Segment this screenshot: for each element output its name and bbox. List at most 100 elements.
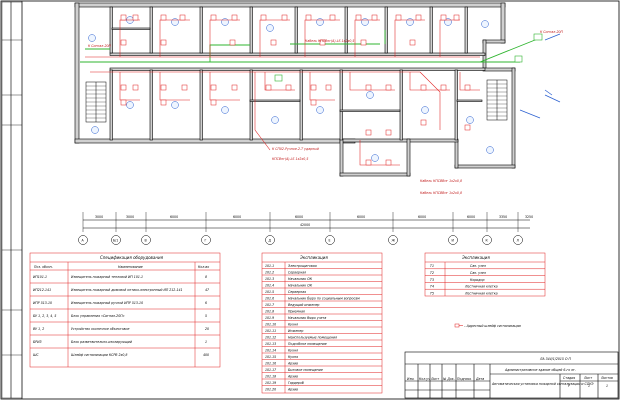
equipment-row-6-pos: ШС — [33, 353, 39, 357]
room1-row-8-name: Начальник бюро учета — [288, 316, 326, 320]
room1-row-19-name: Архив — [287, 388, 298, 392]
room2-row-4-num: Т5 — [430, 291, 434, 295]
room1-row-2-name: Начальник ОК — [288, 277, 313, 281]
equipment-row-0-name: Извещатель пожарный тепловой ИП 101-1 — [71, 275, 143, 279]
room1-row-12-num: 101.13 — [265, 342, 276, 346]
room2-row-3-name: Лестничная клетка — [464, 285, 498, 289]
room1-row-16-name: Бытовое помещение — [288, 368, 323, 372]
axis-label-4: Д — [269, 239, 272, 243]
dim-1: 3000 — [126, 215, 134, 219]
dim-5: 6000 — [357, 215, 365, 219]
stamp-col-2: Лист — [430, 377, 439, 381]
room1-row-6-name: Ведущий инженер — [288, 303, 319, 307]
room1-row-12-name: Подсобное помещение — [288, 342, 327, 346]
dim-2: 6000 — [170, 215, 178, 219]
equipment-row-2-name: Извещатель пожарный ручной ИПР 513-10 — [71, 301, 143, 305]
cable-label-6: Кабель КПСВВнг 1x2x0,8 — [420, 179, 462, 183]
detector-symbols — [120, 14, 543, 166]
room1-row-0-num: 101.1 — [265, 264, 274, 268]
room1-row-17-name: Архив — [287, 375, 298, 379]
stamp-col-5: Дата — [475, 377, 484, 381]
room2-row-1-name: Сан. узел — [470, 271, 486, 275]
blue-leaders — [519, 33, 561, 119]
axis-label-1: Б/1 — [113, 239, 118, 243]
room1-row-6-num: 101.7 — [265, 303, 274, 307]
equipment-row-5-name: Блок разветвительно-изолирующий — [71, 340, 132, 344]
room2-row-2-num: Т3 — [430, 278, 434, 282]
room1-row-18-name: Гардероб — [288, 381, 304, 385]
room1-row-11-name: Неиспользуемые помещения — [288, 336, 337, 340]
axis-label-9: Л — [517, 239, 520, 243]
room1-row-13-name: Кухня — [288, 349, 298, 353]
equipment-row-6-name: Шлейф сигнализации КСРВ 2x0,8 — [71, 353, 127, 357]
axis-label-7: И — [452, 239, 455, 243]
equipment-row-1-pos: ИП212-141 — [33, 288, 51, 292]
room1-row-1-num: 101.2 — [265, 271, 274, 275]
equipment-row-3-name: Блок управления «Сигнал-20П» — [71, 314, 125, 318]
red-wiring — [85, 19, 480, 166]
room1-row-5-num: 101.6 — [265, 297, 274, 301]
axis-label-3: Г — [205, 239, 207, 243]
room1-row-17-num: 101.18 — [265, 375, 276, 379]
room2-row-0-name: Сан. узел — [470, 264, 486, 268]
room1-row-13-num: 101.14 — [265, 349, 276, 353]
room1-row-15-name: Архив — [287, 362, 298, 366]
stamp-col-4: Подпись — [457, 377, 471, 381]
equipment-row-1-name: Извещатель пожарный дымовой оптико-элект… — [71, 288, 183, 292]
rooms-table-1-title: Экспликация — [299, 255, 328, 260]
equipment-row-1-qty: 47 — [205, 288, 209, 292]
dim-4: 6000 — [295, 215, 303, 219]
equipment-row-4-name: Устройство оконечное объектовое — [71, 327, 130, 331]
room1-row-16-num: 101.17 — [265, 368, 276, 372]
axis-label-0: А — [82, 239, 85, 243]
room1-row-11-num: 101.12 — [265, 336, 276, 340]
stamp-sheets-header: Листов — [600, 376, 613, 380]
equipment-row-6-qty: 400 — [203, 353, 209, 357]
room1-row-5-name: Начальник бюро по социальным вопросам — [288, 297, 360, 301]
equipment-table: Спецификация оборудования Поз. обозн. На… — [29, 252, 221, 368]
room1-row-3-num: 101.4 — [265, 284, 274, 288]
room1-row-15-num: 101.16 — [265, 362, 276, 366]
axis-label-2: В — [145, 239, 147, 243]
room1-row-19-num: 101.20 — [265, 388, 276, 392]
room1-row-4-num: 101.5 — [265, 290, 274, 294]
dim-6: 6000 — [418, 215, 426, 219]
equipment-row-4-pos: ВУ 1, 2 — [33, 327, 44, 331]
equipment-row-5-qty: 1 — [205, 340, 207, 344]
room1-row-0-name: Электрощитовая — [287, 264, 317, 268]
room1-row-9-name: Кухня — [288, 323, 298, 327]
room2-row-4-name: Лестничная клетка — [464, 291, 498, 295]
building-plan — [74, 2, 516, 177]
dim-7: 6000 — [467, 215, 475, 219]
stamp-sheets-value: 1 — [606, 384, 608, 388]
room2-row-1-num: Т2 — [430, 271, 434, 275]
axis-label-6: Ж — [392, 239, 396, 243]
legend-note-text: – Адресный шлейф сигнализации — [464, 324, 521, 328]
room1-row-14-num: 101.15 — [265, 355, 276, 359]
legend-note: – Адресный шлейф сигнализации — [454, 323, 521, 328]
stamp-col-3: № Док. — [442, 377, 455, 381]
cable-label-2: К Сигнал-20П — [540, 30, 564, 34]
stamp-col-1: Кол.уч — [419, 377, 430, 381]
rooms-table-1-rows — [262, 268, 382, 386]
room1-row-2-num: 101.3 — [265, 277, 274, 281]
equipment-row-4-qty: 20 — [205, 327, 209, 331]
stamp-code: ЛА 344/1/2015 О П — [539, 357, 571, 361]
room2-row-0-num: Т1 — [430, 264, 434, 268]
side-stamp — [1, 1, 23, 399]
dim-9: 3250 — [525, 215, 533, 219]
room1-row-3-name: Начальник ОК — [288, 284, 313, 288]
dim-0: 3000 — [95, 215, 103, 219]
stair-right — [486, 79, 508, 121]
equipment-row-0-pos: ИП101-1 — [33, 275, 47, 279]
room1-row-8-num: 101.9 — [265, 316, 274, 320]
room1-row-9-num: 101.10 — [265, 323, 276, 327]
stamp-sheet-header: Лист — [583, 376, 592, 380]
room1-row-10-num: 101.11 — [265, 329, 276, 333]
axis-label-5: Е — [329, 239, 331, 243]
room1-row-10-name: Инженер — [288, 329, 303, 333]
rooms-table-2: Экспликация Т1 Сан. узел Т2 Сан. узел Т3… — [424, 252, 546, 297]
equipment-row-2-pos: ИПР 513-10 — [33, 301, 52, 305]
room1-row-18-num: 101.19 — [265, 381, 276, 385]
